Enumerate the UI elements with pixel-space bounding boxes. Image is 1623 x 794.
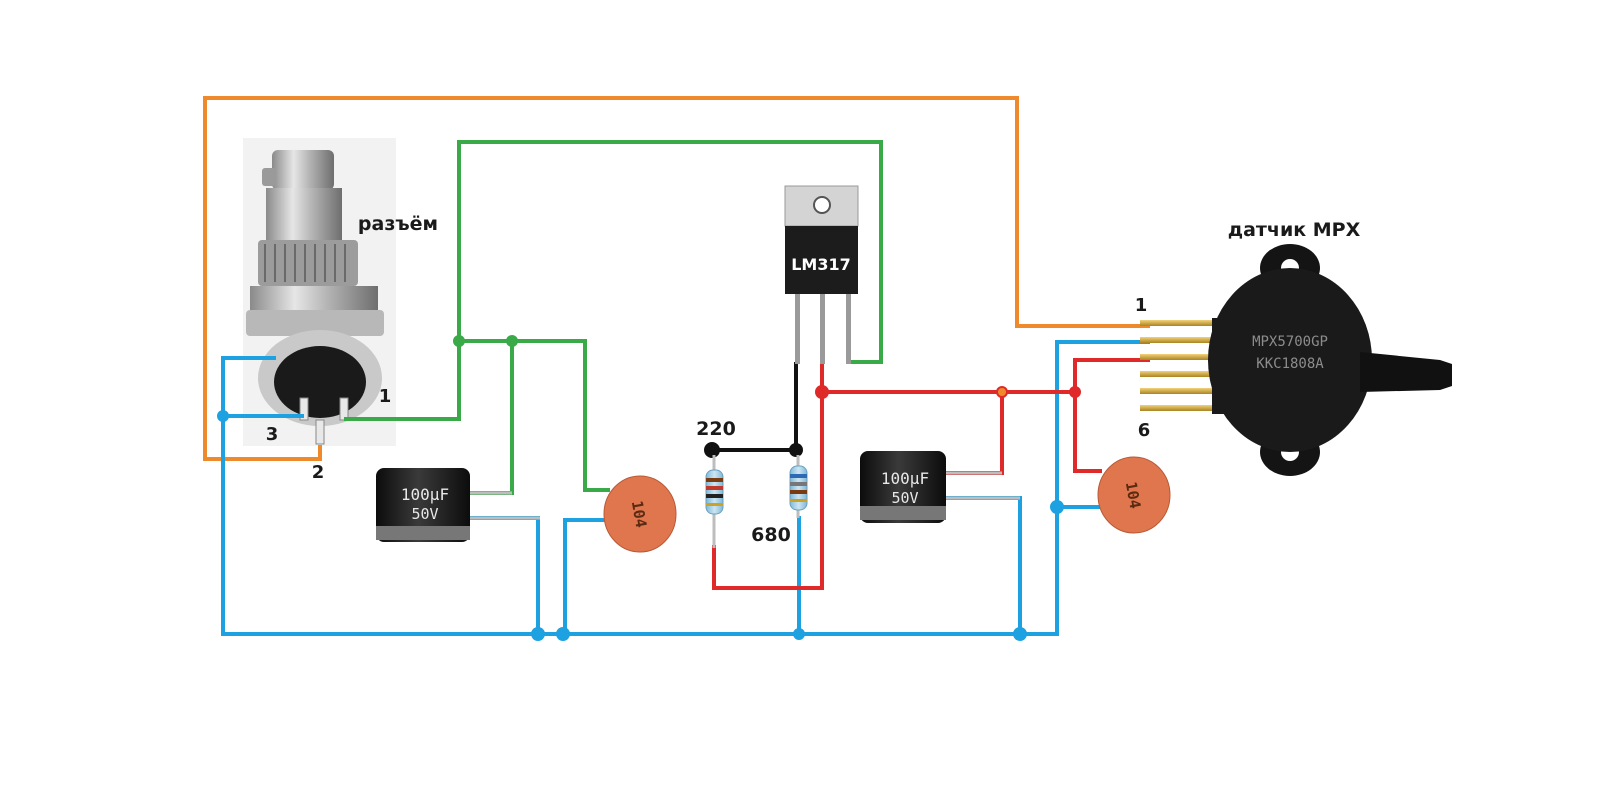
resistor-220 — [705, 455, 724, 548]
connector-pin1-label: 1 — [379, 386, 392, 407]
ceramic-right-code: 104 — [1122, 480, 1144, 510]
connector-label: разъём — [358, 213, 438, 235]
wire-blue-cap1 — [470, 516, 540, 634]
ceramic-capacitor-right: 104 — [1097, 456, 1171, 534]
wire-green-cap — [470, 341, 514, 495]
wire-orange — [203, 96, 1150, 461]
resistor-680-label: 680 — [751, 524, 791, 546]
wire-red-rail — [822, 358, 1150, 394]
cap-left-value: 100µF — [401, 485, 449, 504]
electrolytic-capacitor-right: 100µF 50V — [860, 451, 1020, 523]
electrolytic-capacitor-left: 100µF 50V — [376, 468, 540, 542]
wire-red-cer2 — [1073, 392, 1102, 473]
wire-blue-ground — [221, 340, 1150, 636]
sensor-marking-1: MPX5700GP — [1252, 334, 1328, 350]
mpx-sensor: MPX5700GP KKC1808A — [1140, 244, 1452, 476]
sensor-marking-2: KKC1808A — [1256, 356, 1324, 372]
sensor-label: датчик MPX — [1228, 219, 1361, 241]
cap-right-value: 100µF — [881, 469, 929, 488]
resistor-220-label: 220 — [696, 418, 736, 440]
wire-red-out — [712, 300, 824, 590]
wire-red-cap2 — [940, 392, 1004, 475]
sensor-pin6-label: 6 — [1138, 420, 1151, 441]
connector-image — [243, 138, 396, 446]
wire-green-branch — [459, 339, 610, 492]
connector-pin3-label: 3 — [266, 424, 279, 445]
wire-blue-cer1 — [563, 518, 612, 634]
cap-right-voltage: 50V — [891, 489, 918, 507]
connector-pin2-label: 2 — [312, 462, 325, 483]
lm317-regulator: LM317 — [784, 185, 859, 364]
ceramic-capacitor-left: 104 — [603, 475, 677, 553]
cap-left-voltage: 50V — [411, 505, 438, 523]
ceramic-left-code: 104 — [628, 499, 650, 529]
junction-dots — [217, 335, 1081, 641]
lm317-label: LM317 — [791, 255, 851, 274]
sensor-pin1-label: 1 — [1135, 295, 1148, 316]
resistor-680 — [789, 455, 808, 518]
wire-blue-cap2 — [940, 496, 1022, 634]
